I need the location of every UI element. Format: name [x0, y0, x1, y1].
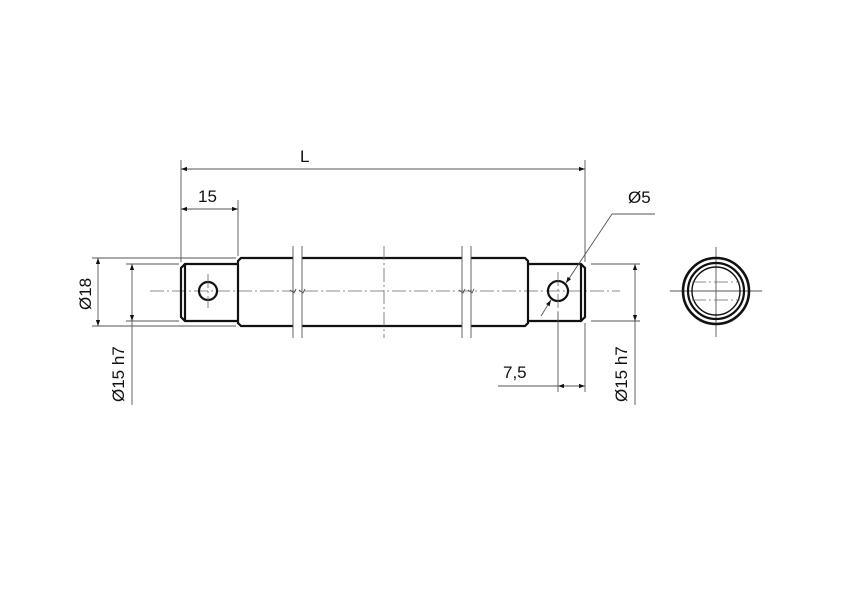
- dim-right-pin-diameter: Ø15 h7: [612, 346, 631, 402]
- break-lines: [289, 246, 475, 338]
- dim-end-pin-length: 15: [198, 187, 217, 206]
- left-pin-outline: [179, 262, 238, 323]
- end-view: [670, 247, 762, 337]
- end-view-inner-circle: [691, 266, 741, 316]
- side-view: [150, 246, 620, 338]
- dim-left-pin-diameter: Ø15 h7: [109, 346, 128, 402]
- dim-hole-position: 7,5: [503, 363, 527, 382]
- dim-hole-diameter: Ø5: [628, 188, 651, 207]
- end-view-chamfer-circle: [686, 261, 746, 321]
- dim-body-diameter: Ø18: [76, 278, 95, 310]
- body-left-segment: [236, 256, 293, 328]
- dim-leader-hole-diameter: [565, 213, 613, 284]
- body-right-segment: [471, 256, 530, 328]
- dim-overall-length: L: [300, 147, 309, 166]
- end-view-outer-circle: [681, 256, 751, 326]
- dimensions: L 15 Ø18 Ø15 h7 Ø15 h7 7,5 Ø5: [76, 147, 655, 405]
- right-pin-outline: [528, 262, 587, 323]
